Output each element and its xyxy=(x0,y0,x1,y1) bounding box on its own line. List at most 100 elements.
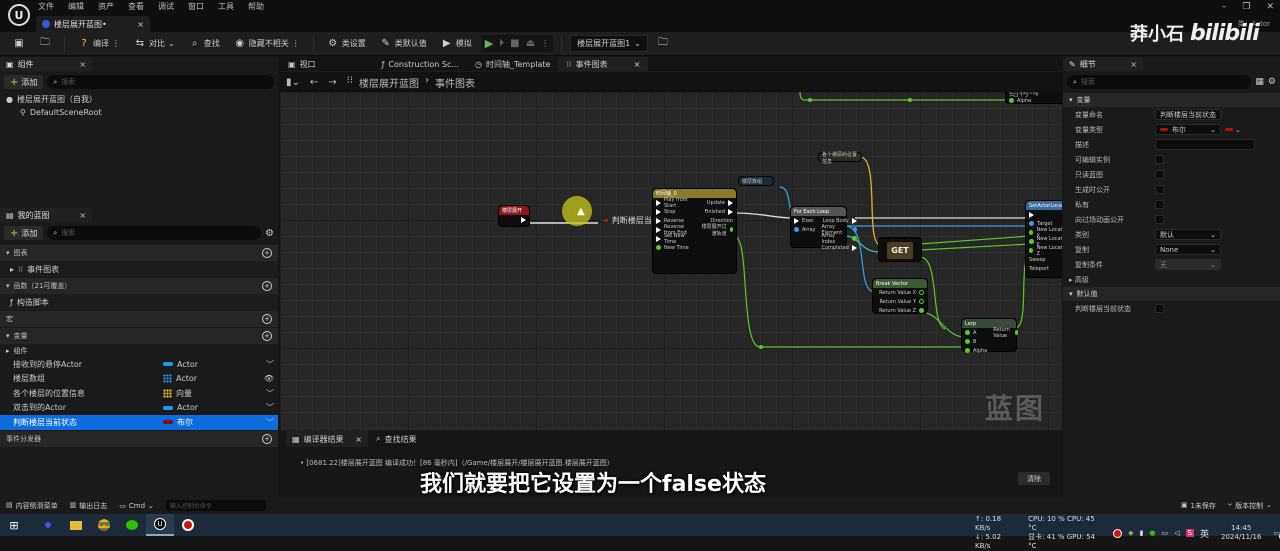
container-type-dropdown[interactable]: ⌄ xyxy=(1225,126,1241,134)
variable-name-input[interactable]: 判断楼层当前状态 xyxy=(1155,109,1221,120)
content-drawer-button[interactable]: ▤内容侧滑菜单 xyxy=(6,501,58,511)
taskbar-explorer[interactable] xyxy=(62,514,90,536)
for-each-loop-node[interactable]: For Each Loop Exec Array Loop Body Array… xyxy=(790,206,857,251)
details-search-input[interactable]: ⌕搜索 xyxy=(1067,75,1252,89)
taskbar-app[interactable] xyxy=(34,514,62,536)
wechat-tray-icon[interactable]: ● xyxy=(1149,529,1156,537)
console-command-input[interactable]: 输入控制台命令 xyxy=(165,500,266,511)
add-graph-button[interactable]: + xyxy=(262,248,272,258)
maximize-button[interactable]: ❐ xyxy=(1242,2,1251,12)
tab-timeline[interactable]: ◷时间轴_Template xyxy=(467,57,559,71)
get-floor-array-node[interactable]: 楼层数组 xyxy=(738,176,774,186)
tab-find-results[interactable]: ⌕查找结果 xyxy=(376,434,416,445)
forward-arrow-icon[interactable]: → xyxy=(328,76,337,88)
visibility-toggle-icon[interactable]: ﹀ xyxy=(266,417,274,427)
add-macro-button[interactable]: + xyxy=(262,314,272,324)
add-member-button[interactable]: +添加 xyxy=(4,226,44,240)
set-actor-location-node[interactable]: SetActorLocation Target New Location X N… xyxy=(1025,200,1062,278)
exec-pin-icon[interactable] xyxy=(656,199,661,206)
variable-type[interactable]: 布尔 xyxy=(163,417,261,428)
play-icon[interactable]: ▶ xyxy=(484,37,494,50)
hide-unrelated-button[interactable]: ◉隐藏不相关⋮ xyxy=(229,35,305,53)
exec-pin-icon[interactable] xyxy=(521,216,526,223)
section-variables[interactable]: ▾变量+ xyxy=(0,328,278,344)
menu-debug[interactable]: 调试 xyxy=(158,2,174,11)
section-graphs[interactable]: ▾图表+ xyxy=(0,245,278,261)
start-button[interactable]: ⊞ xyxy=(0,514,28,536)
variable-type[interactable]: Actor xyxy=(163,360,261,369)
taskbar-chrome[interactable] xyxy=(90,514,118,536)
variable-row[interactable]: 楼层数组 Actor 👁 xyxy=(0,372,278,387)
menu-tools[interactable]: 工具 xyxy=(218,2,234,11)
output-log-button[interactable]: ▥输出日志 xyxy=(70,501,108,511)
visibility-toggle-icon[interactable]: ﹀ xyxy=(266,403,274,413)
category-dropdown[interactable]: 默认⌄ xyxy=(1155,229,1221,240)
eye-icon[interactable]: 👁 xyxy=(263,374,274,384)
variables-components-group[interactable]: ▸组件 xyxy=(0,344,278,357)
section-macros[interactable]: 宏+ xyxy=(0,311,278,327)
break-vector-node[interactable]: Break Vector Return Value X Return Value… xyxy=(872,278,928,314)
instance-editable-checkbox[interactable] xyxy=(1155,155,1164,164)
more-icon[interactable]: ⋮ xyxy=(291,39,300,48)
timeline-node[interactable]: 时间轴_0 Play from Start Stop Reverse Rever… xyxy=(652,188,737,274)
eject-icon[interactable]: ⏏ xyxy=(525,38,536,49)
get-positions-node[interactable]: 各个楼层的位置信息 xyxy=(818,152,862,165)
source-control-button[interactable]: ⑂版本控制⌄ xyxy=(1228,501,1272,511)
event-graph-item[interactable]: ▸⁝⁝事件图表 xyxy=(0,261,278,277)
array-get-node[interactable]: GET xyxy=(878,237,922,262)
readonly-checkbox[interactable] xyxy=(1155,170,1164,179)
add-component-button[interactable]: +添加 xyxy=(4,75,44,89)
custom-event-node[interactable]: 楼层展开 xyxy=(498,205,530,227)
simulate-button[interactable]: ▶模拟 xyxy=(436,35,477,53)
browse-button[interactable]: 🗀 xyxy=(34,35,56,53)
record-tray-icon[interactable] xyxy=(1113,528,1123,538)
components-tab[interactable]: ▣组件× xyxy=(0,57,92,71)
class-defaults-button[interactable]: ✎类默认值 xyxy=(375,35,432,53)
parent-class-label[interactable]: 类：Actor xyxy=(1237,20,1270,28)
replication-dropdown[interactable]: None⌄ xyxy=(1155,244,1221,255)
taskbar-unreal[interactable]: U xyxy=(146,514,174,536)
variable-row[interactable]: 双击到的Actor Actor ﹀ xyxy=(0,401,278,416)
more-icon[interactable]: ⋮ xyxy=(541,39,550,48)
advanced-row[interactable]: ▸ 高级 xyxy=(1063,272,1280,287)
step-icon[interactable]: ⏵ xyxy=(499,38,505,49)
stop-icon[interactable]: ■ xyxy=(510,38,520,49)
close-window-button[interactable]: ✕ xyxy=(1266,2,1274,12)
menu-view[interactable]: 查看 xyxy=(128,2,144,11)
volume-icon[interactable]: ◁ xyxy=(1174,529,1180,537)
component-default-scene-root[interactable]: ⚲DefaultSceneRoot xyxy=(0,106,278,119)
bookmark-icon[interactable]: ▮⌄ xyxy=(286,76,300,88)
unsaved-button[interactable]: ▣1未保存 xyxy=(1181,501,1216,511)
close-icon[interactable]: × xyxy=(1130,59,1137,69)
variable-type[interactable]: 向量 xyxy=(163,388,261,399)
visibility-toggle-icon[interactable]: ﹀ xyxy=(266,388,274,398)
variable-section[interactable]: ▾变量 xyxy=(1063,93,1280,107)
details-tab[interactable]: ✎细节× xyxy=(1063,57,1143,71)
table-view-icon[interactable]: ▦ xyxy=(1255,77,1264,87)
close-icon[interactable]: × xyxy=(633,59,641,69)
debug-object-dropdown[interactable]: 楼层展开蓝图1⌄ xyxy=(570,35,648,52)
breadcrumb-root[interactable]: 楼层展开蓝图 xyxy=(359,78,420,90)
nvidia-icon[interactable]: ◆ xyxy=(1128,529,1134,537)
close-icon[interactable]: × xyxy=(355,434,362,444)
variable-type[interactable]: Actor xyxy=(163,403,261,412)
replication-condition-dropdown[interactable]: 无⌄ xyxy=(1155,259,1221,270)
close-icon[interactable]: × xyxy=(79,210,86,220)
section-functions[interactable]: ▾函数（21可覆盖）+ xyxy=(0,278,278,294)
expose-on-spawn-checkbox[interactable] xyxy=(1155,185,1164,194)
gear-icon[interactable]: ⚙ xyxy=(1267,77,1276,87)
my-blueprint-search-input[interactable]: ⌕搜索 xyxy=(47,226,262,240)
variable-type[interactable]: Actor xyxy=(163,374,261,384)
variable-row-selected[interactable]: 判断楼层当前状态 布尔 ﹀ xyxy=(0,415,278,430)
variable-row[interactable]: 接收到的悬停Actor Actor ﹀ xyxy=(0,357,278,372)
debug-browse-button[interactable]: 🗀 xyxy=(652,35,674,53)
my-blueprint-tab[interactable]: ▤我的蓝图× xyxy=(0,208,92,222)
back-arrow-icon[interactable]: ← xyxy=(309,76,319,88)
microphone-icon[interactable]: ▮ xyxy=(1139,529,1144,537)
menu-help[interactable]: 帮助 xyxy=(248,2,264,11)
unreal-logo-icon[interactable]: U xyxy=(8,4,30,26)
document-tab[interactable]: 楼层展开蓝图• × xyxy=(36,16,150,32)
class-settings-button[interactable]: ⚙类设置 xyxy=(322,35,371,53)
